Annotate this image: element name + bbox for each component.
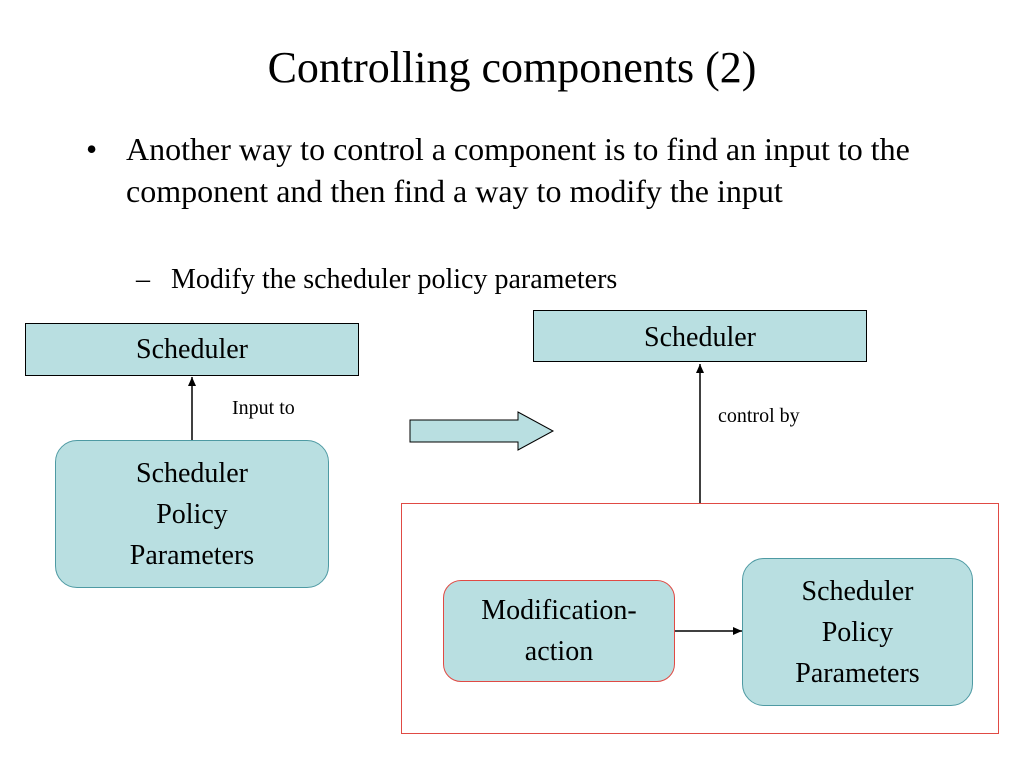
left-scheduler-box: Scheduler (25, 323, 359, 376)
modification-action-line-1: Modification- (481, 595, 637, 626)
sub-bullet-text: Modify the scheduler policy parameters (171, 264, 618, 295)
left-parameters-line-2: Policy (156, 498, 228, 530)
left-parameters-line-1: Scheduler (136, 457, 248, 489)
modification-frame (401, 503, 999, 734)
bullet-marker: • (86, 131, 98, 167)
right-scheduler-label: Scheduler (644, 322, 756, 353)
right-parameters-box: Scheduler Policy Parameters (742, 558, 973, 706)
right-parameters-line-3: Parameters (795, 657, 920, 689)
right-scheduler-box: Scheduler (533, 310, 867, 362)
left-edge-label: Input to (232, 397, 295, 419)
left-parameters-box: Scheduler Policy Parameters (55, 440, 329, 588)
left-parameters-line-3: Parameters (129, 539, 255, 571)
modification-action-line-2: action (524, 636, 594, 667)
right-parameters-line-2: Policy (821, 616, 894, 648)
transform-block-arrow (409, 411, 555, 451)
sub-bullet-marker: – (136, 264, 150, 295)
bullet-text: Another way to control a component is to… (126, 131, 910, 209)
right-edge-label: control by (718, 405, 800, 427)
left-scheduler-label: Scheduler (136, 334, 248, 365)
slide-title: Controlling components (2) (267, 43, 757, 92)
right-parameters-line-1: Scheduler (801, 575, 914, 607)
modification-action-box: Modification- action (443, 580, 675, 682)
